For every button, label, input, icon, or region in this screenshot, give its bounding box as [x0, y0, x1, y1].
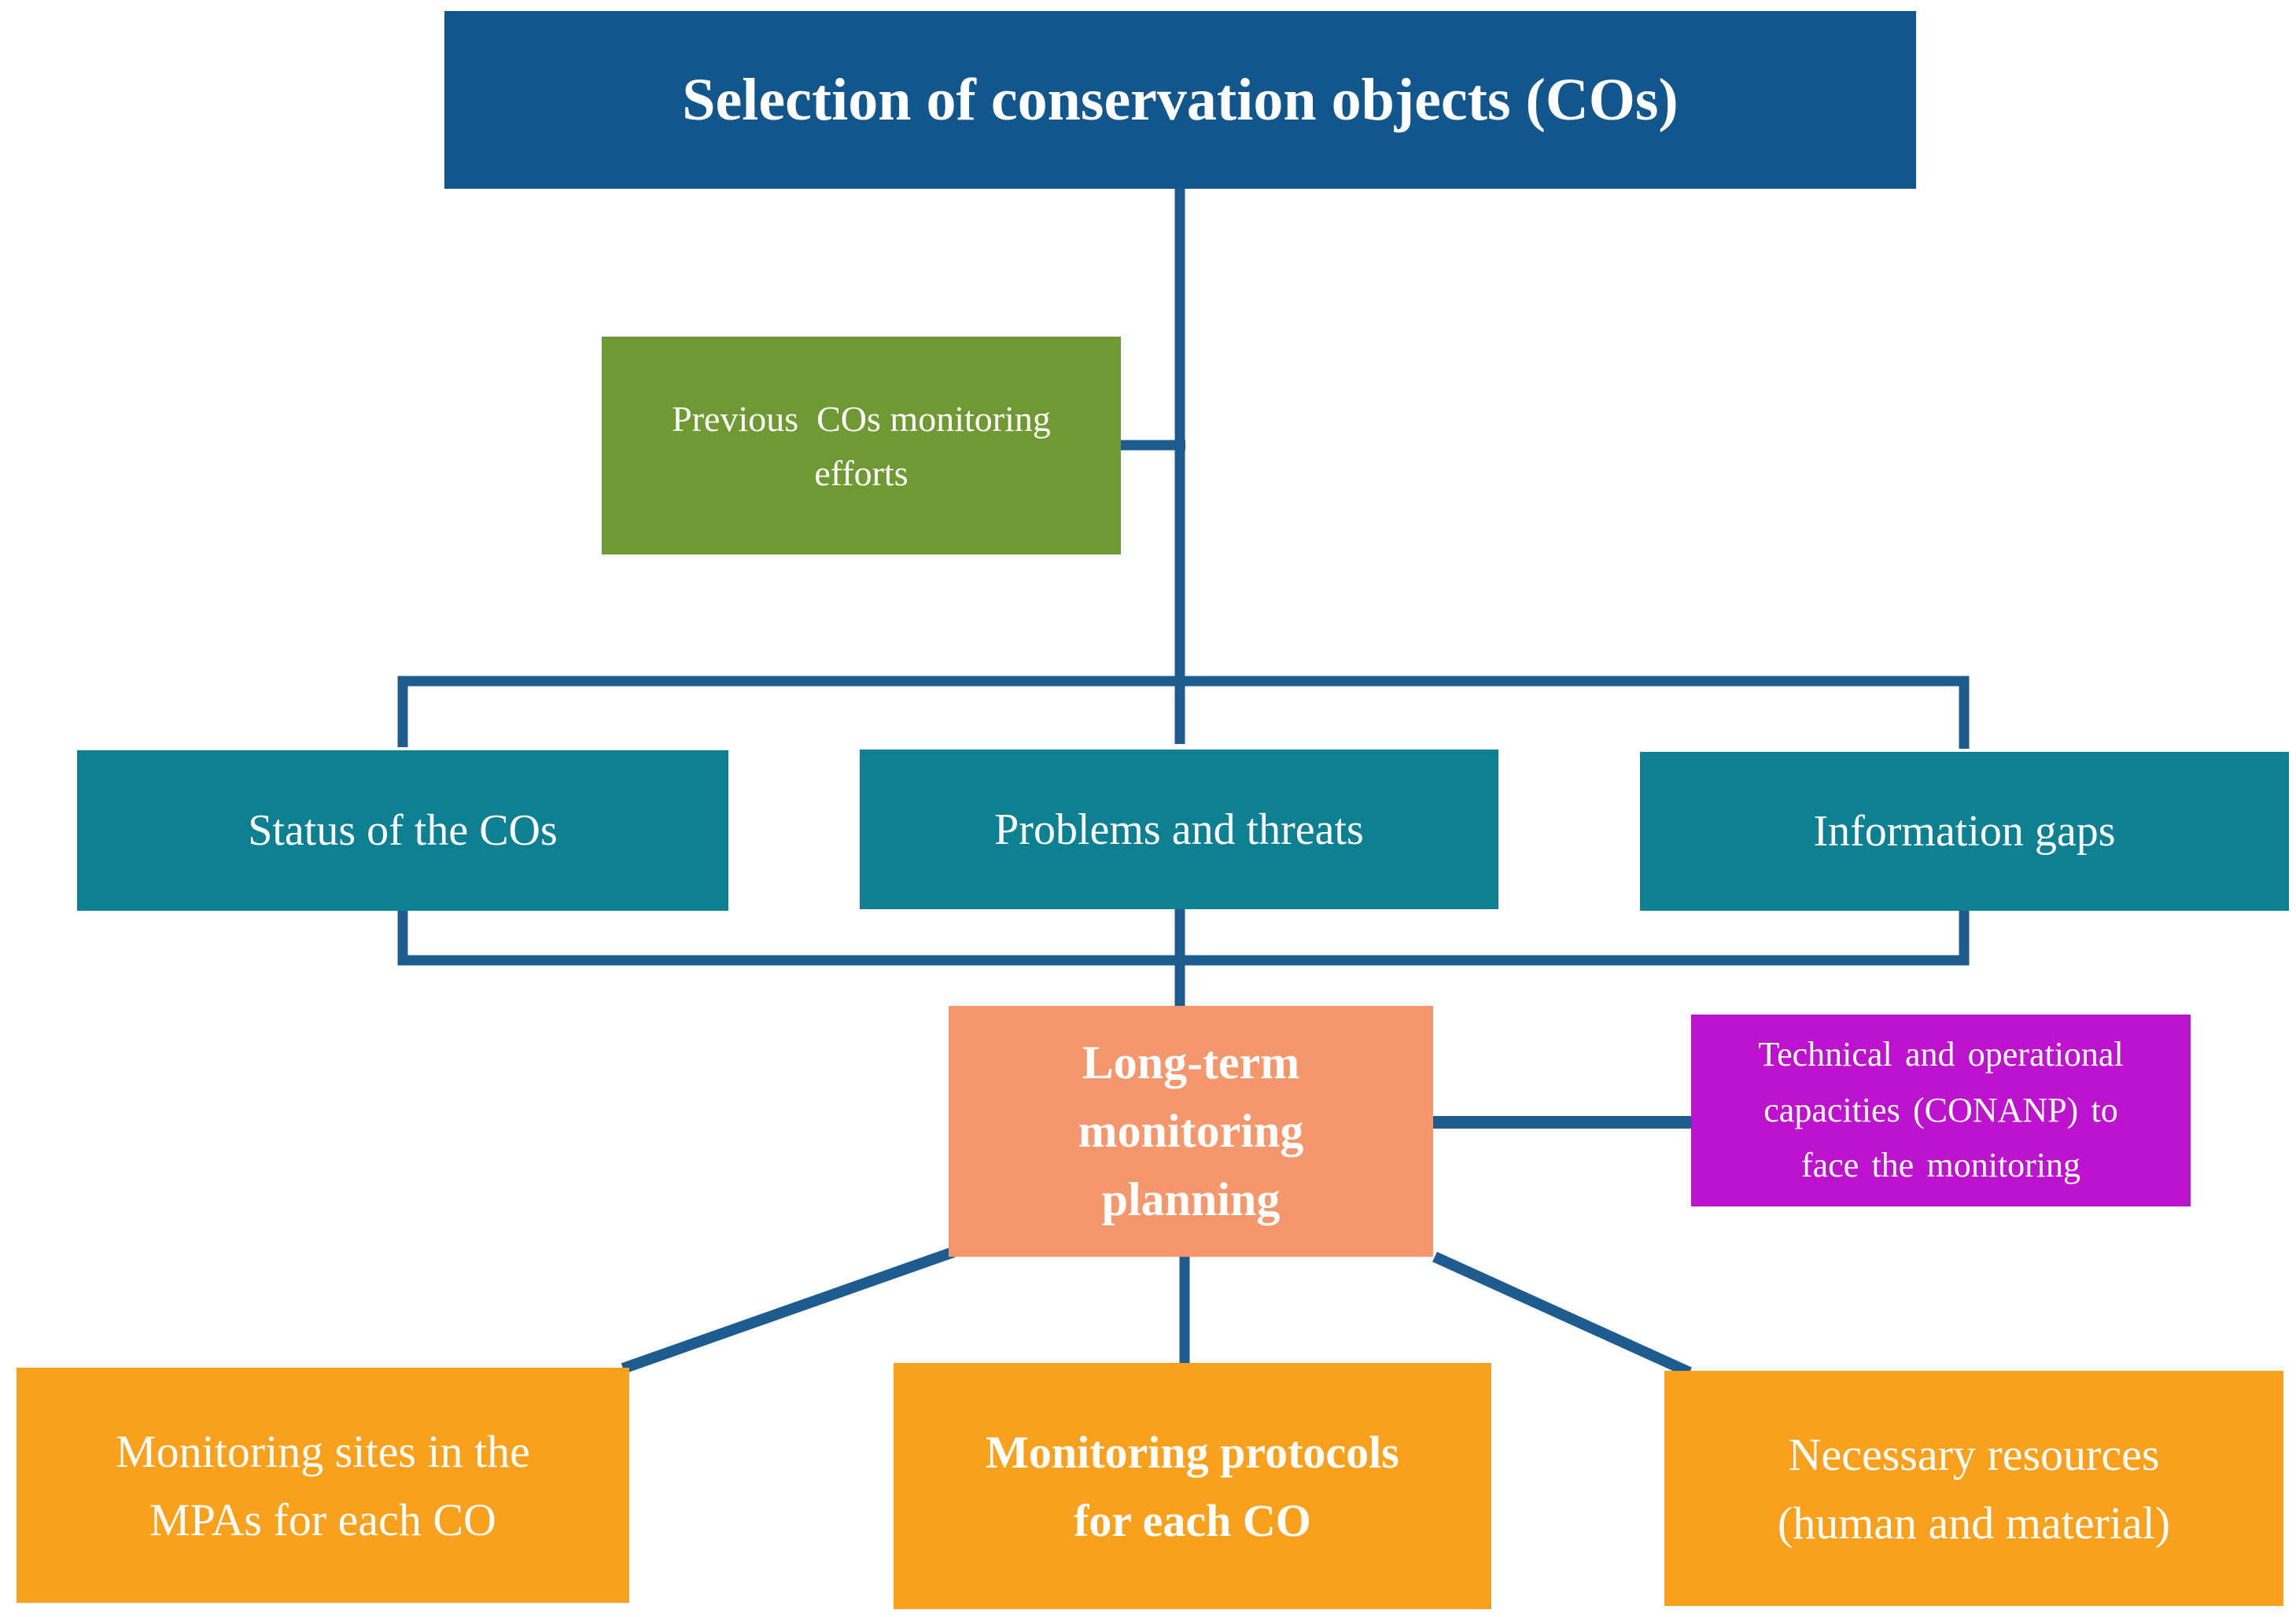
- node-planning-label: Long-term monitoring planning: [1078, 1037, 1304, 1225]
- node-monitoring-protocols: Monitoring protocols for each CO: [894, 1363, 1491, 1609]
- node-previous-cos-monitoring-efforts: Previous COs monitoring efforts: [602, 337, 1121, 554]
- node-technical-operational-capacities: Technical and operational capacities (CO…: [1691, 1015, 2191, 1206]
- connector-planning-to-sites: [621, 1247, 956, 1374]
- node-capacities-label: Technical and operational capacities (CO…: [1758, 1035, 2124, 1185]
- node-problems-and-threats: Problems and threats: [860, 750, 1498, 909]
- node-information-gaps: Information gaps: [1640, 752, 2289, 911]
- node-selection-of-conservation-objects: Selection of conservation objects (COs): [444, 11, 1916, 189]
- node-status-label: Status of the COs: [248, 806, 558, 855]
- node-monitoring-sites-in-mpas: Monitoring sites in the MPAs for each CO: [17, 1368, 629, 1603]
- node-monitoring-protocols-label: Monitoring protocols for each CO: [986, 1426, 1399, 1546]
- node-selection-label: Selection of conservation objects (COs): [682, 66, 1679, 133]
- node-problems-label: Problems and threats: [994, 805, 1364, 854]
- connector-top-bracket: [397, 676, 1970, 749]
- connector-planning-to-resources: [1432, 1251, 1692, 1378]
- node-monitoring-sites-label: Monitoring sites in the MPAs for each CO: [116, 1425, 530, 1545]
- node-status-of-the-cos: Status of the COs: [77, 750, 728, 911]
- node-necessary-resources: Necessary resources (human and material): [1664, 1371, 2283, 1606]
- node-necessary-resources-label: Necessary resources (human and material): [1777, 1428, 2171, 1549]
- node-information-gaps-label: Information gaps: [1813, 807, 2116, 856]
- node-previous-efforts-label: Previous COs monitoring efforts: [672, 398, 1051, 493]
- node-long-term-monitoring-planning: Long-term monitoring planning: [949, 1006, 1433, 1257]
